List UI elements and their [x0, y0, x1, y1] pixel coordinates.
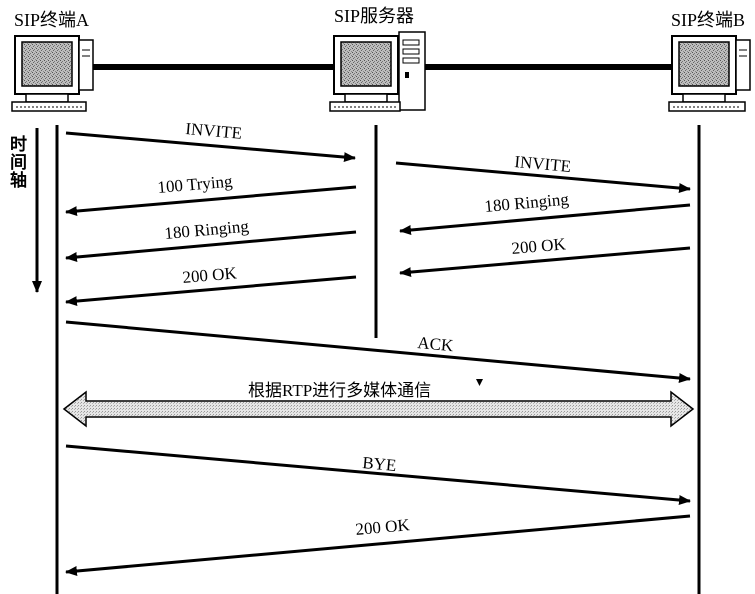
- trying-to-a-label: 100 Trying: [157, 172, 234, 197]
- invite-server-to-b-label: INVITE: [514, 152, 572, 176]
- invite-server-to-b-arrow: [395, 161, 691, 194]
- ok-server-to-a-arrow: [65, 275, 357, 307]
- time-axis-char: 轴: [10, 170, 27, 191]
- ringing-b-to-server-label: 180 Ringing: [484, 189, 570, 216]
- ok-b-to-server-label: 200 OK: [511, 234, 567, 258]
- terminal-b-label: SIP终端B: [671, 10, 745, 30]
- server-label: SIP服务器: [334, 6, 414, 26]
- terminal-b-computer-icon: [668, 35, 751, 112]
- ack-a-to-b-arrow: [65, 320, 691, 383]
- ack-a-to-b-label: ACK: [417, 333, 455, 355]
- cursor-marker-icon: [476, 379, 483, 386]
- bye-a-to-b-arrow: [65, 444, 691, 506]
- ok-b-to-a-label: 200 OK: [355, 515, 412, 539]
- terminal-a-label: SIP终端A: [14, 10, 89, 30]
- ok-b-to-server-arrow: [399, 246, 691, 278]
- bye-a-to-b-label: BYE: [362, 453, 398, 475]
- ringing-server-to-a-arrow: [65, 230, 357, 262]
- time-axis-char: 时: [10, 135, 27, 155]
- ringing-b-to-server-arrow: [399, 203, 691, 235]
- ok-server-to-a-label: 200 OK: [182, 263, 238, 287]
- server-computer-icon: [329, 31, 426, 112]
- terminal-a-computer-icon: [11, 35, 94, 112]
- ok-b-to-a-arrow: [65, 514, 691, 576]
- media-double-arrow: [62, 390, 695, 428]
- time-axis-char: 间: [10, 152, 27, 173]
- invite-a-to-server-arrow: [65, 131, 356, 163]
- trying-to-a-arrow: [65, 185, 357, 217]
- ringing-server-to-a-label: 180 Ringing: [164, 216, 250, 243]
- media-label: 根据RTP进行多媒体通信: [248, 381, 431, 400]
- time-axis: 时 间 轴: [10, 128, 42, 293]
- invite-a-to-server-label: INVITE: [185, 119, 243, 143]
